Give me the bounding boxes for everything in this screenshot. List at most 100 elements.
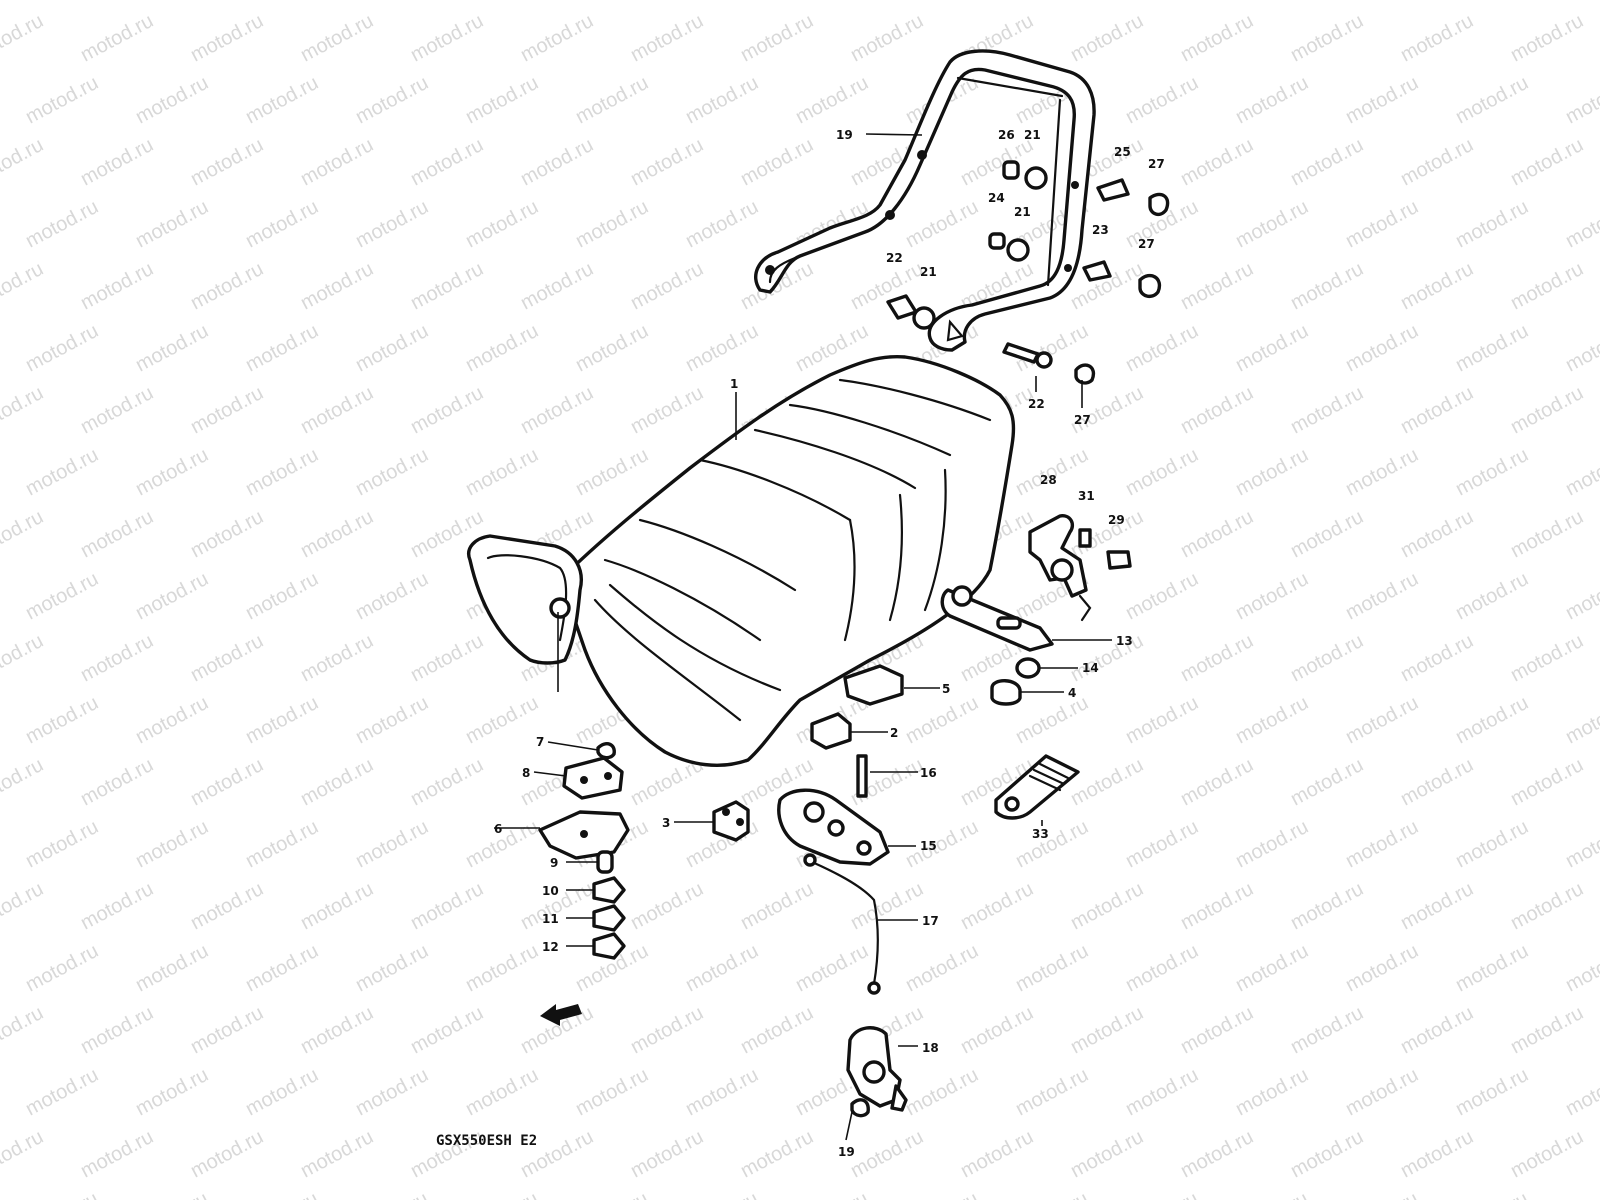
watermark-text: motod.ru <box>1232 444 1312 500</box>
parts-15-16-17-lock-assembly <box>777 754 890 995</box>
watermark-text: motod.ru <box>1232 816 1312 872</box>
callout-4: 4 <box>1068 686 1076 700</box>
watermark-text: motod.ru <box>1507 630 1587 686</box>
watermark-text: motod.ru <box>352 320 432 376</box>
watermark-text: motod.ru <box>902 196 982 252</box>
watermark-text: motod.ru <box>77 134 157 190</box>
watermark-text: motod.ru <box>1397 754 1477 810</box>
watermark-text: motod.ru <box>1177 1002 1257 1058</box>
callout-31: 31 <box>1078 489 1095 503</box>
watermark-text: motod.ru <box>1342 1064 1422 1120</box>
watermark-text: motod.ru <box>132 320 212 376</box>
watermark-text: motod.ru <box>1177 754 1257 810</box>
watermark-text: motod.ru <box>352 1188 432 1200</box>
watermark-text: motod.ru <box>462 0 542 4</box>
callout-8: 8 <box>522 766 530 780</box>
watermark-text: motod.ru <box>902 0 982 4</box>
watermark-text: motod.ru <box>902 816 982 872</box>
watermark-text: motod.ru <box>1562 320 1600 376</box>
callout-5: 5 <box>942 682 950 696</box>
watermark-text: motod.ru <box>1562 1188 1600 1200</box>
watermark-text: motod.ru <box>1342 816 1422 872</box>
watermark-text: motod.ru <box>1122 444 1202 500</box>
watermark-text: motod.ru <box>187 1126 267 1182</box>
watermark-text: motod.ru <box>462 940 542 996</box>
watermark-text: motod.ru <box>297 506 377 562</box>
watermark-text: motod.ru <box>407 10 487 66</box>
watermark-text: motod.ru <box>1232 1064 1312 1120</box>
part-1-seat <box>467 354 1016 767</box>
watermark-text: motod.ru <box>1562 816 1600 872</box>
watermark-text: motod.ru <box>462 320 542 376</box>
watermark-text: motod.ru <box>1122 940 1202 996</box>
watermark-text: motod.ru <box>242 1188 322 1200</box>
model-code: GSX550ESH E2 <box>436 1133 537 1149</box>
watermark-text: motod.ru <box>352 1064 432 1120</box>
watermark-text: motod.ru <box>572 72 652 128</box>
watermark-text: motod.ru <box>1507 10 1587 66</box>
watermark-text: motod.ru <box>627 878 707 934</box>
watermark-text: motod.ru <box>1287 10 1367 66</box>
watermark-text: motod.ru <box>1507 878 1587 934</box>
watermark-text: motod.ru <box>902 1064 982 1120</box>
watermark-text: motod.ru <box>187 878 267 934</box>
watermark-text: motod.ru <box>682 72 762 128</box>
watermark-text: motod.ru <box>462 692 542 748</box>
callout-21c: 21 <box>920 265 937 279</box>
watermark-text: motod.ru <box>0 258 47 314</box>
watermark-text: motod.ru <box>187 630 267 686</box>
callout-13: 13 <box>1116 634 1133 648</box>
watermark-text: motod.ru <box>407 258 487 314</box>
watermark-text: motod.ru <box>1067 382 1147 438</box>
watermark-text: motod.ru <box>1122 72 1202 128</box>
watermark-text: motod.ru <box>77 630 157 686</box>
watermark-text: motod.ru <box>132 0 212 4</box>
watermark-text: motod.ru <box>1342 568 1422 624</box>
callout-9: 9 <box>550 856 558 870</box>
watermark-text: motod.ru <box>1397 878 1477 934</box>
watermark-text: motod.ru <box>1397 10 1477 66</box>
watermark-text: motod.ru <box>77 10 157 66</box>
watermark-text: motod.ru <box>1452 1064 1532 1120</box>
watermark-text: motod.ru <box>1452 1188 1532 1200</box>
parts-4-14-grommets <box>990 657 1041 706</box>
callout-7: 7 <box>536 735 544 749</box>
watermark-text: motod.ru <box>572 0 652 4</box>
watermark-text: motod.ru <box>462 1188 542 1200</box>
watermark-text: motod.ru <box>0 382 47 438</box>
watermark-text: motod.ru <box>77 258 157 314</box>
watermark-text: motod.ru <box>1012 1188 1092 1200</box>
callout-22: 22 <box>1028 397 1045 411</box>
watermark-text: motod.ru <box>1177 258 1257 314</box>
watermark-text: motod.ru <box>1452 320 1532 376</box>
watermark-text: motod.ru <box>1287 630 1367 686</box>
watermark-text: motod.ru <box>242 1064 322 1120</box>
part-29-latch <box>1028 514 1132 622</box>
watermark-text: motod.ru <box>1397 258 1477 314</box>
watermark-text: motod.ru <box>1452 0 1532 4</box>
watermark-text: motod.ru <box>352 0 432 4</box>
watermark-text: motod.ru <box>847 258 927 314</box>
watermark-text: motod.ru <box>1287 1126 1367 1182</box>
watermark-text: motod.ru <box>847 10 927 66</box>
watermark-text: motod.ru <box>1232 320 1312 376</box>
callout-21a: 21 <box>1024 128 1041 142</box>
watermark-text: motod.ru <box>22 816 102 872</box>
watermark-text: motod.ru <box>242 692 322 748</box>
watermark-text: motod.ru <box>1507 754 1587 810</box>
watermark-text: motod.ru <box>1287 506 1367 562</box>
watermark-text: motod.ru <box>352 816 432 872</box>
watermark-text: motod.ru <box>187 134 267 190</box>
watermark-text: motod.ru <box>297 1126 377 1182</box>
watermark-text: motod.ru <box>517 134 597 190</box>
watermark-text: motod.ru <box>1342 692 1422 748</box>
watermark-text: motod.ru <box>902 1188 982 1200</box>
watermark-text: motod.ru <box>1067 754 1147 810</box>
watermark-text: motod.ru <box>1177 506 1257 562</box>
watermark-text: motod.ru <box>242 320 322 376</box>
callout-23: 22 <box>886 251 903 265</box>
watermark-text: motod.ru <box>0 630 47 686</box>
watermark-text: motod.ru <box>792 1188 872 1200</box>
callout-3: 3 <box>662 816 670 830</box>
